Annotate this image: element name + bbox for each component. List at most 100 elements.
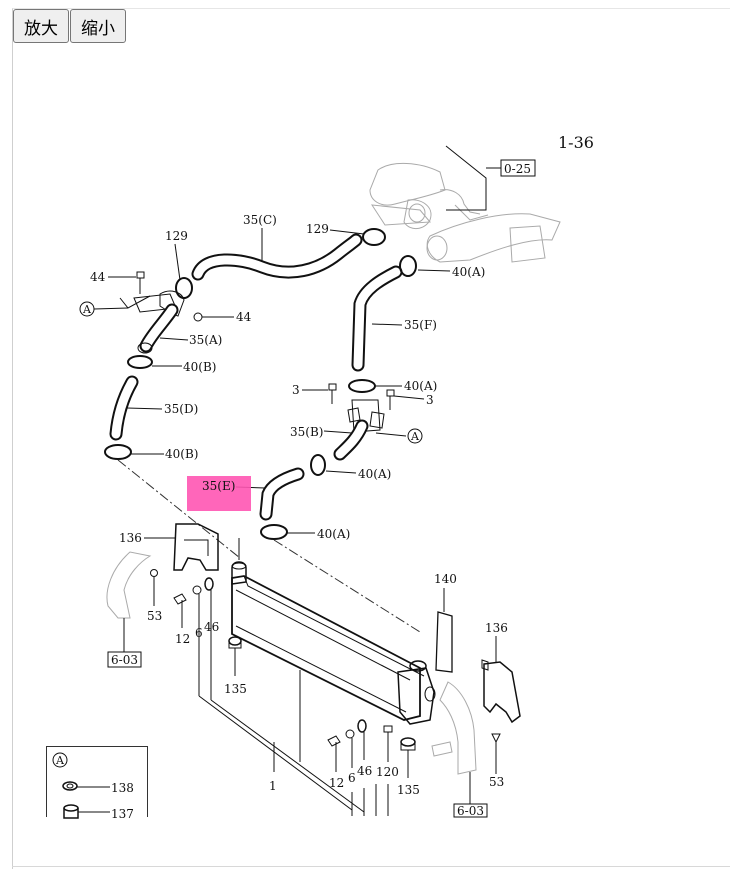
clamp-40a-bottom <box>260 524 288 540</box>
turbo-assembly-ghost <box>369 162 561 263</box>
bracket-136-right <box>481 659 521 724</box>
label-35b: 35(B) <box>290 425 323 439</box>
legend-marker <box>52 752 68 768</box>
clamp-40b-bottom <box>104 444 132 460</box>
screw-53-right <box>491 733 501 774</box>
washer-6-left <box>192 585 202 626</box>
label-12-right: 12 <box>329 776 344 790</box>
label-129-right: 129 <box>306 222 329 236</box>
leader <box>375 432 407 437</box>
clamp-129-left <box>175 277 193 299</box>
clamp-40a-mid <box>348 379 376 393</box>
legend-item-138-icon <box>62 781 78 791</box>
hose-35d <box>109 375 139 441</box>
label-40a-2: 40(A) <box>404 379 437 393</box>
bolt-3-right <box>386 389 395 410</box>
label-a-right: A <box>410 430 420 443</box>
legend-item-138: 138 <box>111 781 134 795</box>
label-35e[interactable]: 35(E) <box>202 479 236 493</box>
hose-35a <box>133 290 185 354</box>
leader <box>93 307 129 310</box>
clamp-129-right <box>362 228 386 246</box>
ref-bracket <box>445 145 487 211</box>
page-frame <box>12 8 730 869</box>
bolt-12-right <box>327 735 341 772</box>
clamp-40a-35e <box>310 454 326 476</box>
label-12-left: 12 <box>175 632 190 646</box>
leader <box>417 269 451 272</box>
zoom-out-button[interactable]: 缩小 <box>70 9 126 43</box>
ref-label-6-03-left: 6-03 <box>111 653 138 667</box>
leader <box>323 430 353 434</box>
part-1-leaders <box>198 612 389 816</box>
bracket-136-left <box>173 523 219 571</box>
ref-box-0-25 <box>500 159 536 177</box>
hose-35f <box>351 265 403 372</box>
pad-140 <box>435 611 453 673</box>
leader <box>393 395 425 400</box>
washer-6-right <box>345 729 355 768</box>
legend-marker-label: A <box>55 754 65 767</box>
mount-135-left <box>228 636 242 676</box>
leader <box>329 229 365 235</box>
label-40a-1: 40(A) <box>452 265 485 279</box>
label-35a: 35(A) <box>189 333 222 347</box>
leader <box>125 407 163 410</box>
page-ref: 1-36 <box>558 133 594 152</box>
label-3-left: 3 <box>292 383 300 397</box>
leader <box>325 470 357 474</box>
label-6-right: 6 <box>348 771 356 785</box>
label-53-left: 53 <box>147 609 162 623</box>
ref-label-0-25: 0-25 <box>504 162 531 176</box>
leader <box>159 337 189 341</box>
deflector-ghost-left <box>106 551 152 619</box>
bolt-44-top <box>136 271 145 294</box>
label-46-right: 46 <box>357 764 372 778</box>
clamp-40a-top <box>399 255 417 277</box>
label-35d: 35(D) <box>164 402 198 416</box>
hose-35e <box>259 467 305 521</box>
legend-box <box>46 746 148 817</box>
highlight-35e[interactable] <box>187 476 251 511</box>
legend-item-137-icon <box>63 804 79 819</box>
flow-line-right <box>273 539 421 633</box>
label-35f: 35(F) <box>404 318 437 332</box>
label-129-left: 129 <box>165 229 188 243</box>
label-40b-2: 40(B) <box>165 447 198 461</box>
flow-line-left <box>117 459 241 559</box>
label-135-left: 135 <box>224 682 247 696</box>
label-40a-4: 40(A) <box>317 527 350 541</box>
hose-35b <box>333 399 385 461</box>
zoom-in-button[interactable]: 放大 <box>13 9 69 43</box>
label-40b-1: 40(B) <box>183 360 216 374</box>
label-140: 140 <box>434 572 457 586</box>
zoom-toolbar: 放大 缩小 <box>13 9 126 43</box>
label-46-left: 46 <box>204 620 219 634</box>
bolt-3-left <box>328 383 337 404</box>
label-a-left: A <box>82 303 92 316</box>
ref-label-6-03-right: 6-03 <box>457 804 484 818</box>
leader <box>371 323 403 326</box>
label-136-left: 136 <box>119 531 142 545</box>
mount-135-right <box>400 737 416 778</box>
leader <box>119 295 151 309</box>
label-44-right: 44 <box>236 310 252 324</box>
label-136-right: 136 <box>485 621 508 635</box>
marker-a-right <box>407 428 423 444</box>
bolt-12-left <box>173 593 187 628</box>
label-44-top: 44 <box>90 270 106 284</box>
bottom-divider <box>12 866 730 867</box>
screw-53-left <box>150 569 158 606</box>
label-35c: 35(C) <box>243 213 277 227</box>
legend-item-137: 137 <box>111 807 134 821</box>
grommet-46-left <box>204 577 214 620</box>
nut-44 <box>193 312 203 322</box>
clamp-40b-top <box>127 355 153 369</box>
grommet-46-right <box>357 719 367 760</box>
label-40a-3: 40(A) <box>358 467 391 481</box>
ref-box-6-03-left <box>107 651 142 668</box>
label-120: 120 <box>376 765 399 779</box>
label-135-right: 135 <box>397 783 420 797</box>
label-53-right: 53 <box>489 775 504 789</box>
